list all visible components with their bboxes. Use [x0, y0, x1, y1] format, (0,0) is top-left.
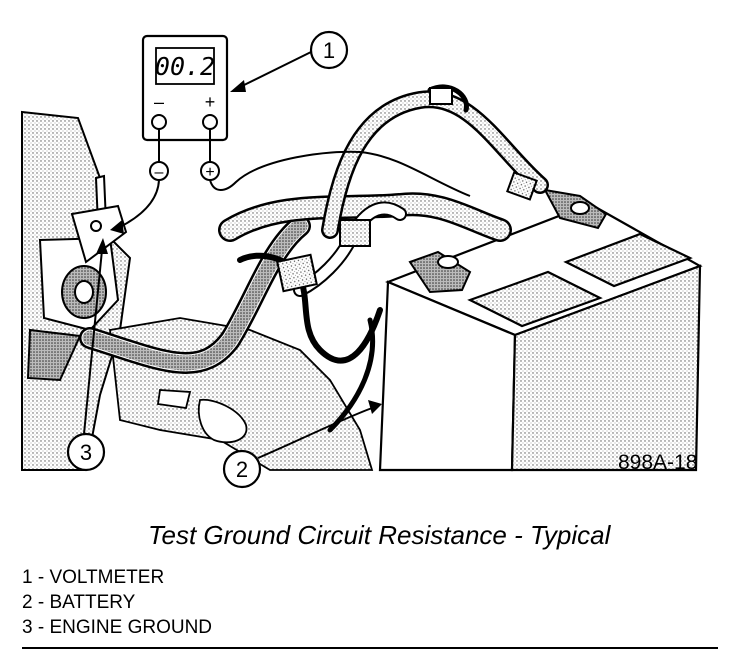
bottom-divider: [22, 647, 718, 649]
engine-block: [21, 110, 132, 471]
connectors: [276, 87, 538, 293]
test-lead-probes: – +: [149, 161, 220, 181]
figure-caption: Test Ground Circuit Resistance - Typical: [148, 520, 611, 550]
figure-code: 898A-18: [618, 451, 698, 474]
voltmeter-reading: 00.2: [155, 52, 215, 81]
voltmeter-plus-jack: [202, 114, 218, 130]
lead-plus-label: +: [205, 164, 214, 181]
diagram-illustration: 00.2 – + – + 1 2 3: [21, 30, 703, 489]
legend-item-engine-ground: 3 - ENGINE GROUND: [22, 617, 213, 638]
voltmeter-plus-mark: +: [205, 92, 216, 112]
battery-terminals: [408, 188, 608, 294]
voltmeter-minus-mark: –: [154, 92, 164, 112]
lead-minus-label: –: [155, 164, 164, 181]
legend-item-voltmeter: 1 - VOLTMETER: [22, 567, 165, 588]
callout-3: 3: [66, 238, 108, 472]
legend-item-battery: 2 - BATTERY: [22, 592, 136, 613]
battery: [378, 202, 703, 472]
callout-3-label: 3: [80, 440, 92, 465]
callout-2: 2: [222, 400, 382, 489]
wiring-harness: [79, 84, 549, 433]
voltmeter-display: [155, 47, 215, 85]
callout-2-label: 2: [236, 457, 248, 482]
test-leads: [117, 129, 471, 229]
voltmeter-minus-jack: [151, 114, 167, 130]
voltmeter: 00.2 – +: [141, 34, 229, 142]
callout-1: 1: [230, 30, 349, 92]
callout-1-label: 1: [323, 38, 335, 63]
minus-probe-arrowhead: [110, 220, 124, 234]
